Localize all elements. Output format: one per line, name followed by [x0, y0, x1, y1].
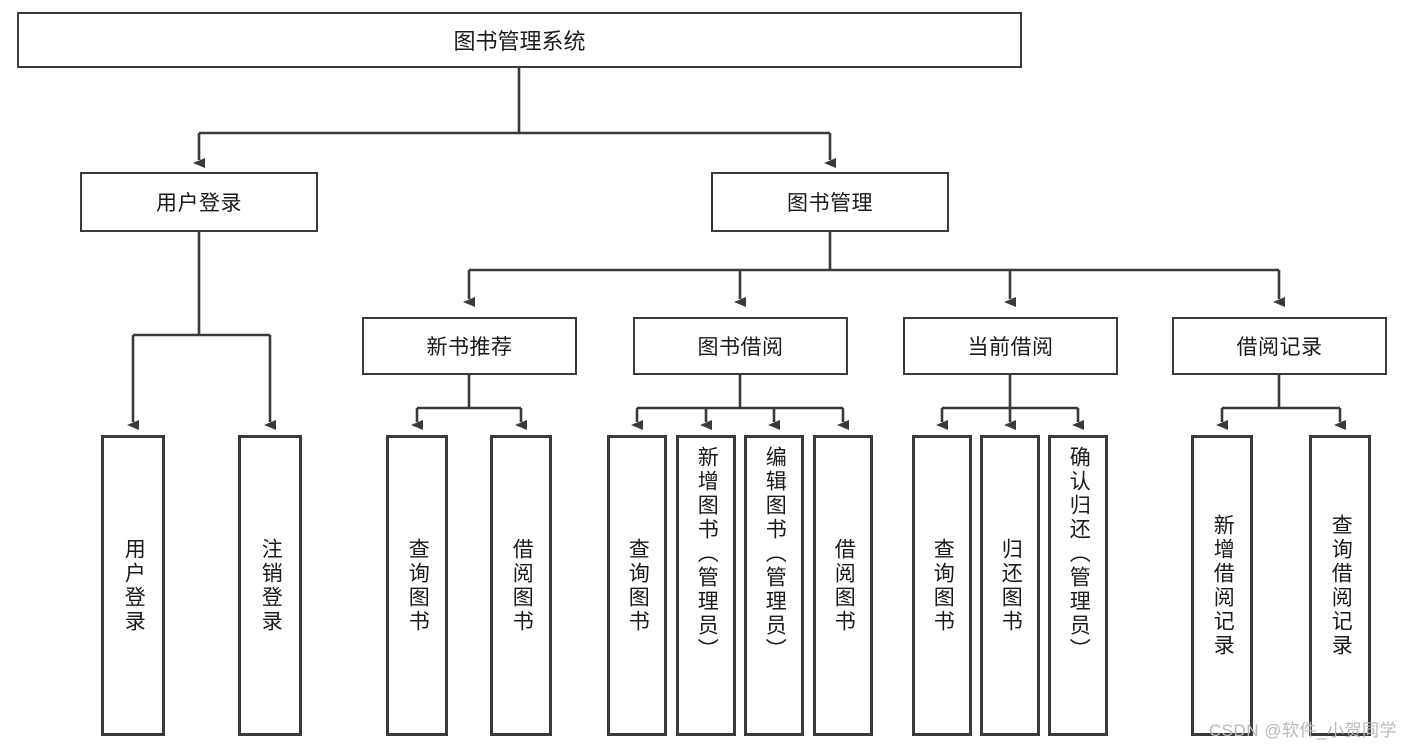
node-new-book-recommend-label: 新书推荐 — [426, 336, 513, 359]
leaf-query-book-recommend[interactable]: 查询图书 — [386, 435, 448, 736]
leaf-add-book-admin-label: 新增图书（管理员） — [695, 446, 719, 662]
node-current-borrow[interactable]: 当前借阅 — [903, 317, 1118, 375]
node-borrow-record[interactable]: 借阅记录 — [1172, 317, 1387, 375]
leaf-query-book-current[interactable]: 查询图书 — [912, 435, 972, 736]
leaf-user-login-label: 用户登录 — [122, 537, 146, 634]
leaf-return-book-label: 归还图书 — [999, 537, 1023, 634]
leaf-query-book-borrow[interactable]: 查询图书 — [607, 435, 667, 736]
leaf-borrow-book-label: 借阅图书 — [832, 537, 856, 634]
leaf-confirm-return-admin-label: 确认归还（管理员） — [1067, 446, 1091, 662]
leaf-query-borrow-record[interactable]: 查询借阅记录 — [1309, 435, 1371, 736]
leaf-add-book-admin[interactable]: 新增图书（管理员） — [676, 435, 736, 736]
node-book-management[interactable]: 图书管理 — [711, 172, 949, 232]
leaf-query-book-current-label: 查询图书 — [931, 537, 955, 634]
node-root-system[interactable]: 图书管理系统 — [17, 12, 1022, 68]
node-user-login-label: 用户登录 — [156, 192, 242, 215]
node-borrow-record-label: 借阅记录 — [1236, 336, 1323, 359]
leaf-query-book-recommend-label: 查询图书 — [406, 537, 430, 634]
watermark: CSDN @软件_小贺同学 — [1208, 721, 1397, 740]
node-new-book-recommend[interactable]: 新书推荐 — [362, 317, 577, 375]
leaf-add-borrow-record-label: 新增借阅记录 — [1211, 513, 1235, 658]
leaf-query-book-borrow-label: 查询图书 — [626, 537, 650, 634]
node-book-management-label: 图书管理 — [787, 192, 873, 215]
leaf-confirm-return-admin[interactable]: 确认归还（管理员） — [1048, 435, 1108, 736]
node-current-borrow-label: 当前借阅 — [967, 336, 1054, 359]
node-book-borrow[interactable]: 图书借阅 — [633, 317, 848, 375]
leaf-add-borrow-record[interactable]: 新增借阅记录 — [1191, 435, 1253, 736]
node-root-system-label: 图书管理系统 — [453, 29, 586, 54]
leaf-borrow-book-recommend-label: 借阅图书 — [510, 537, 534, 634]
node-user-login[interactable]: 用户登录 — [80, 172, 318, 232]
leaf-query-borrow-record-label: 查询借阅记录 — [1329, 513, 1353, 658]
leaf-borrow-book[interactable]: 借阅图书 — [813, 435, 873, 736]
leaf-logout[interactable]: 注销登录 — [238, 435, 302, 736]
node-book-borrow-label: 图书借阅 — [697, 336, 784, 359]
leaf-logout-label: 注销登录 — [259, 537, 283, 634]
leaf-user-login[interactable]: 用户登录 — [101, 435, 165, 736]
leaf-edit-book-admin-label: 编辑图书（管理员） — [763, 446, 787, 662]
leaf-edit-book-admin[interactable]: 编辑图书（管理员） — [744, 435, 804, 736]
leaf-return-book[interactable]: 归还图书 — [980, 435, 1040, 736]
leaf-borrow-book-recommend[interactable]: 借阅图书 — [490, 435, 552, 736]
